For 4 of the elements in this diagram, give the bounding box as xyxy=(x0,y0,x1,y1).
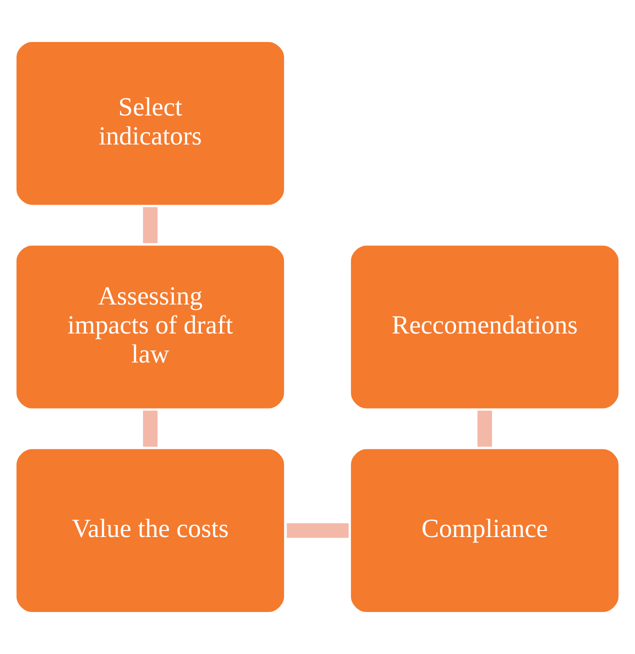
connector xyxy=(143,207,158,244)
connector xyxy=(477,410,492,447)
connector xyxy=(286,523,349,538)
connector xyxy=(143,410,158,447)
